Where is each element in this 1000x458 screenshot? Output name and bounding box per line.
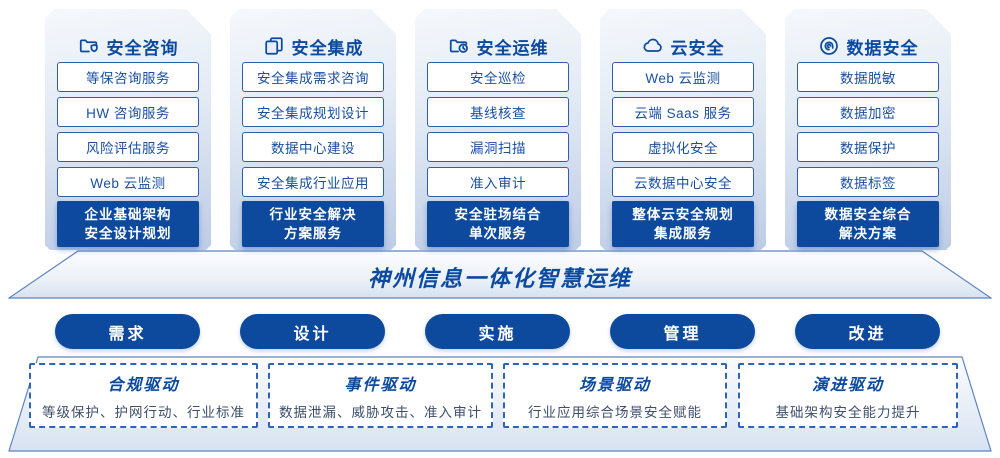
pillar-card-security-operations: 安全运维 安全巡检 基线核查 漏洞扫描 准入审计 安全驻场结合 单次服务 (415, 9, 581, 250)
service-item: 数据脱敏 (797, 62, 939, 92)
service-item: 安全巡检 (427, 62, 569, 92)
cloud-icon (642, 35, 664, 57)
solution-footer-line: 数据安全综合 (824, 207, 912, 222)
driver-subtitle: 行业应用综合场景安全赋能 (528, 404, 702, 420)
service-item: 云数据中心安全 (612, 167, 754, 197)
service-item: 安全集成规划设计 (242, 97, 384, 127)
driver-subtitle: 等级保护、护网行动、行业标准 (42, 404, 245, 420)
card-header: 安全运维 (415, 30, 581, 62)
card-header: 安全集成 (230, 30, 396, 62)
solution-footer-line: 集成服务 (654, 226, 712, 241)
card-title: 数据安全 (846, 38, 919, 58)
fingerprint-icon (818, 35, 840, 57)
solution-footer: 数据安全综合 解决方案 (797, 201, 939, 247)
card-header: 数据安全 (785, 30, 951, 62)
pillar-card-security-integration: 安全集成 安全集成需求咨询 安全集成规划设计 数据中心建设 安全集成行业应用 行… (230, 9, 396, 250)
card-header: 云安全 (600, 30, 766, 62)
service-item: 安全集成需求咨询 (242, 62, 384, 92)
service-item: 云端 Saas 服务 (612, 97, 754, 127)
driver-title: 合规驱动 (107, 376, 180, 394)
driver-subtitle: 数据泄漏、威胁攻击、准入审计 (279, 404, 482, 420)
service-item: 数据保护 (797, 132, 939, 162)
card-title: 安全运维 (476, 38, 549, 58)
service-item: 数据标签 (797, 167, 939, 197)
phase-pill-management: 管理 (610, 314, 755, 349)
phase-pill-implementation: 实施 (425, 314, 570, 349)
service-item: 准入审计 (427, 167, 569, 197)
pillar-card-data-security: 数据安全 数据脱敏 数据加密 数据保护 数据标签 数据安全综合 解决方案 (785, 9, 951, 250)
solution-footer-line: 整体云安全规划 (632, 207, 734, 222)
solution-footer: 企业基础架构 安全设计规划 (57, 201, 199, 247)
service-item: 数据加密 (797, 97, 939, 127)
solution-footer: 整体云安全规划 集成服务 (612, 201, 754, 247)
driver-box-evolution: 演进驱动 基础架构安全能力提升 (738, 363, 958, 428)
solution-footer-line: 解决方案 (839, 226, 897, 241)
driver-title: 事件驱动 (344, 376, 417, 394)
solution-footer: 安全驻场结合 单次服务 (427, 201, 569, 247)
driver-box-incident: 事件驱动 数据泄漏、威胁攻击、准入审计 (268, 363, 493, 428)
solution-footer-line: 单次服务 (469, 226, 527, 241)
solution-footer-line: 行业安全解决 (269, 207, 357, 222)
pillar-card-cloud-security: 云安全 Web 云监测 云端 Saas 服务 虚拟化安全 云数据中心安全 整体云… (600, 9, 766, 250)
service-item: 等保咨询服务 (57, 62, 199, 92)
service-item: 数据中心建设 (242, 132, 384, 162)
service-item: 基线核查 (427, 97, 569, 127)
driver-title: 场景驱动 (578, 376, 651, 394)
card-title: 安全集成 (291, 38, 364, 58)
phase-pill-improvement: 改进 (795, 314, 940, 349)
solution-footer: 行业安全解决 方案服务 (242, 201, 384, 247)
phase-pill-design: 设计 (240, 314, 385, 349)
driver-subtitle: 基础架构安全能力提升 (775, 404, 921, 420)
driver-title: 演进驱动 (811, 376, 884, 394)
documents-icon (263, 35, 285, 57)
card-header: 安全咨询 (45, 30, 211, 62)
service-item: 风险评估服务 (57, 132, 199, 162)
solution-footer-line: 安全驻场结合 (454, 207, 542, 222)
solution-footer-line: 方案服务 (284, 226, 342, 241)
card-title: 云安全 (670, 38, 725, 58)
service-item: Web 云监测 (612, 62, 754, 92)
driver-box-compliance: 合规驱动 等级保护、护网行动、行业标准 (29, 363, 258, 428)
service-item: 安全集成行业应用 (242, 167, 384, 197)
service-item: 虚拟化安全 (612, 132, 754, 162)
driver-box-scenario: 场景驱动 行业应用综合场景安全赋能 (503, 363, 727, 428)
phase-pill-demand: 需求 (55, 314, 200, 349)
folder-clock-icon (448, 35, 470, 57)
folder-shield-icon (78, 35, 100, 57)
service-item: Web 云监测 (57, 167, 199, 197)
banner-trapezoid (8, 250, 992, 299)
pillar-card-security-consulting: 安全咨询 等保咨询服务 HW 咨询服务 风险评估服务 Web 云监测 企业基础架… (45, 9, 211, 250)
banner-title: 神州信息一体化智慧运维 (367, 266, 632, 291)
service-item: HW 咨询服务 (57, 97, 199, 127)
service-item: 漏洞扫描 (427, 132, 569, 162)
solution-footer-line: 安全设计规划 (84, 226, 172, 241)
solution-footer-line: 企业基础架构 (84, 207, 172, 222)
card-title: 安全咨询 (106, 38, 179, 58)
